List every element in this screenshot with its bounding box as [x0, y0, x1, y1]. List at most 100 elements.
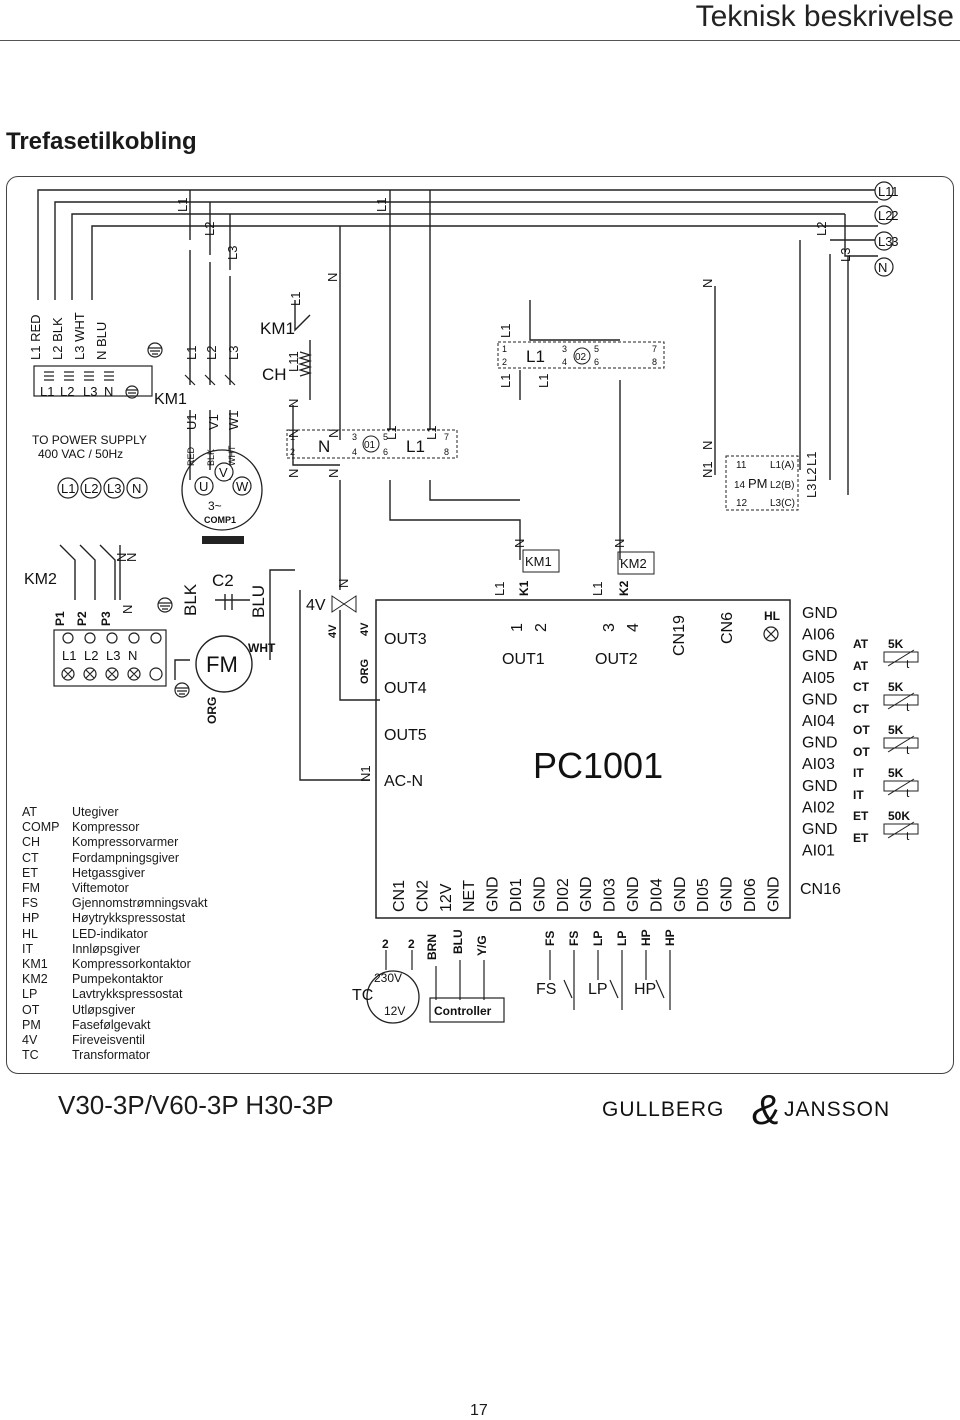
supply-circle-label: L2: [84, 481, 98, 496]
relay-pin: 8: [652, 357, 657, 367]
thermistor-icon: [883, 737, 919, 749]
sensor-code: CT: [853, 702, 870, 716]
pcb-analog-pin: GND: [802, 778, 838, 795]
pump-terminal: P1: [53, 611, 67, 626]
fan-wire: ORG: [205, 697, 219, 724]
bus-terminal-label: N: [878, 260, 887, 275]
relay-01-name: 01: [364, 440, 376, 451]
protector-line: L3: [804, 484, 819, 498]
thermistor-icon: [883, 780, 919, 792]
pcb-name: PC1001: [533, 745, 663, 786]
pcb-bottom-pin: DI06: [742, 878, 759, 912]
legend-code: HP: [22, 911, 40, 926]
supply-caption: 400 VAC / 50Hz: [38, 447, 123, 461]
switch-wire: FS: [543, 931, 557, 946]
legend-code: IT: [22, 941, 34, 956]
top-line-label: L1: [384, 426, 399, 440]
supply-circle-label: L3: [107, 481, 121, 496]
pump-block-label: L3: [106, 648, 120, 663]
valve-icon: [331, 595, 357, 613]
heater-n-label: N: [286, 469, 301, 478]
pcb-bottom-pin: GND: [485, 876, 502, 912]
protector-n: N1: [700, 461, 715, 478]
relay-02-line: L1: [498, 374, 513, 388]
protector-line: L2: [804, 468, 819, 482]
legend-code: KM2: [22, 972, 48, 987]
pump-block-label: N: [128, 648, 137, 663]
switch-wire: FS: [567, 931, 581, 946]
legend-code: FS: [22, 896, 38, 911]
heater-n-label: N: [286, 429, 301, 438]
pump-block-label: L1: [62, 648, 76, 663]
compressor-motor-letter: W: [236, 479, 249, 494]
switch-wire: HP: [639, 929, 653, 946]
legend-code: KM1: [22, 957, 48, 972]
switch-wire: LP: [591, 931, 605, 946]
compressor-line-label: L2: [204, 346, 219, 360]
brand-name-left: GULLBERG: [602, 1098, 724, 1121]
lp-switch-label: LP: [588, 981, 608, 998]
transformer-icon: [366, 970, 420, 1024]
sensor-value: 5K: [888, 680, 904, 694]
legend-code: TC: [22, 1048, 39, 1063]
legend-row: HP Høytrykkspressostat: [22, 911, 207, 926]
sensor-value: 5K: [888, 766, 904, 780]
pcb-out-line: L1: [590, 582, 605, 596]
relay-01-box: [286, 429, 458, 459]
relay-pin: 5: [594, 344, 599, 354]
relay-02-name: 02: [575, 352, 587, 363]
supply-terminal-label: L1: [40, 384, 54, 399]
relay-01-l1: L1: [406, 437, 425, 456]
pcb-bottom-pin: GND: [672, 876, 689, 912]
relay-pin: 7: [444, 432, 449, 442]
legend-description: Fireveisventil: [72, 1033, 145, 1048]
page-number: 17: [470, 1402, 488, 1419]
sensor-unit: t: [906, 700, 910, 714]
legend-code: PM: [22, 1017, 41, 1032]
pcb-bottom-pin: DI03: [602, 878, 619, 912]
wire-color: BRN: [425, 934, 439, 960]
km2-coil-box: [617, 551, 655, 575]
sensor-code: OT: [853, 745, 870, 759]
wire-color: BLU: [451, 929, 465, 954]
relay-pin: 8: [444, 447, 449, 457]
sensor-unit: t: [906, 743, 910, 757]
relay-pin: 4: [562, 357, 567, 367]
compressor-wire-color: WHT: [227, 445, 237, 466]
compressor-wire-color: RED: [186, 446, 196, 466]
valve-pin: 4V: [359, 622, 371, 636]
brand-name-right: JANSSON: [784, 1098, 890, 1121]
sensor-unit: t: [906, 657, 910, 671]
switch-wire: LP: [615, 931, 629, 946]
pcb-analog-pin: AI05: [802, 670, 835, 687]
thermistor-slash: [887, 735, 915, 753]
pcb-out-k: K1: [517, 580, 531, 596]
top-line-label: L1: [288, 292, 303, 306]
legend-description: Høytrykkspressostat: [72, 911, 186, 926]
heater-n-label: N: [326, 469, 341, 478]
legend-description: Utegiver: [72, 805, 119, 819]
legend-code: HL: [22, 926, 38, 941]
supply-wire-label: L3 WHT: [72, 312, 87, 360]
pump-terminal-block: [53, 629, 167, 687]
legend-description: LED-indikator: [72, 926, 148, 941]
pcb-bottom-pin: GND: [719, 876, 736, 912]
pcb-bottom-pin: 12V: [438, 883, 455, 912]
relay-pin: 1: [502, 344, 507, 354]
valve-wire: ORG: [359, 659, 371, 684]
sensor-code: OT: [853, 723, 870, 737]
supply-circle-label: N: [132, 481, 141, 496]
bus-terminal-label: L2: [878, 208, 892, 223]
pcb-analog-pin: AI06: [802, 627, 835, 644]
protector-n: N: [700, 441, 715, 450]
km1-coil-label: KM1: [525, 554, 552, 569]
pcb-bottom-pin: DI02: [555, 878, 572, 912]
